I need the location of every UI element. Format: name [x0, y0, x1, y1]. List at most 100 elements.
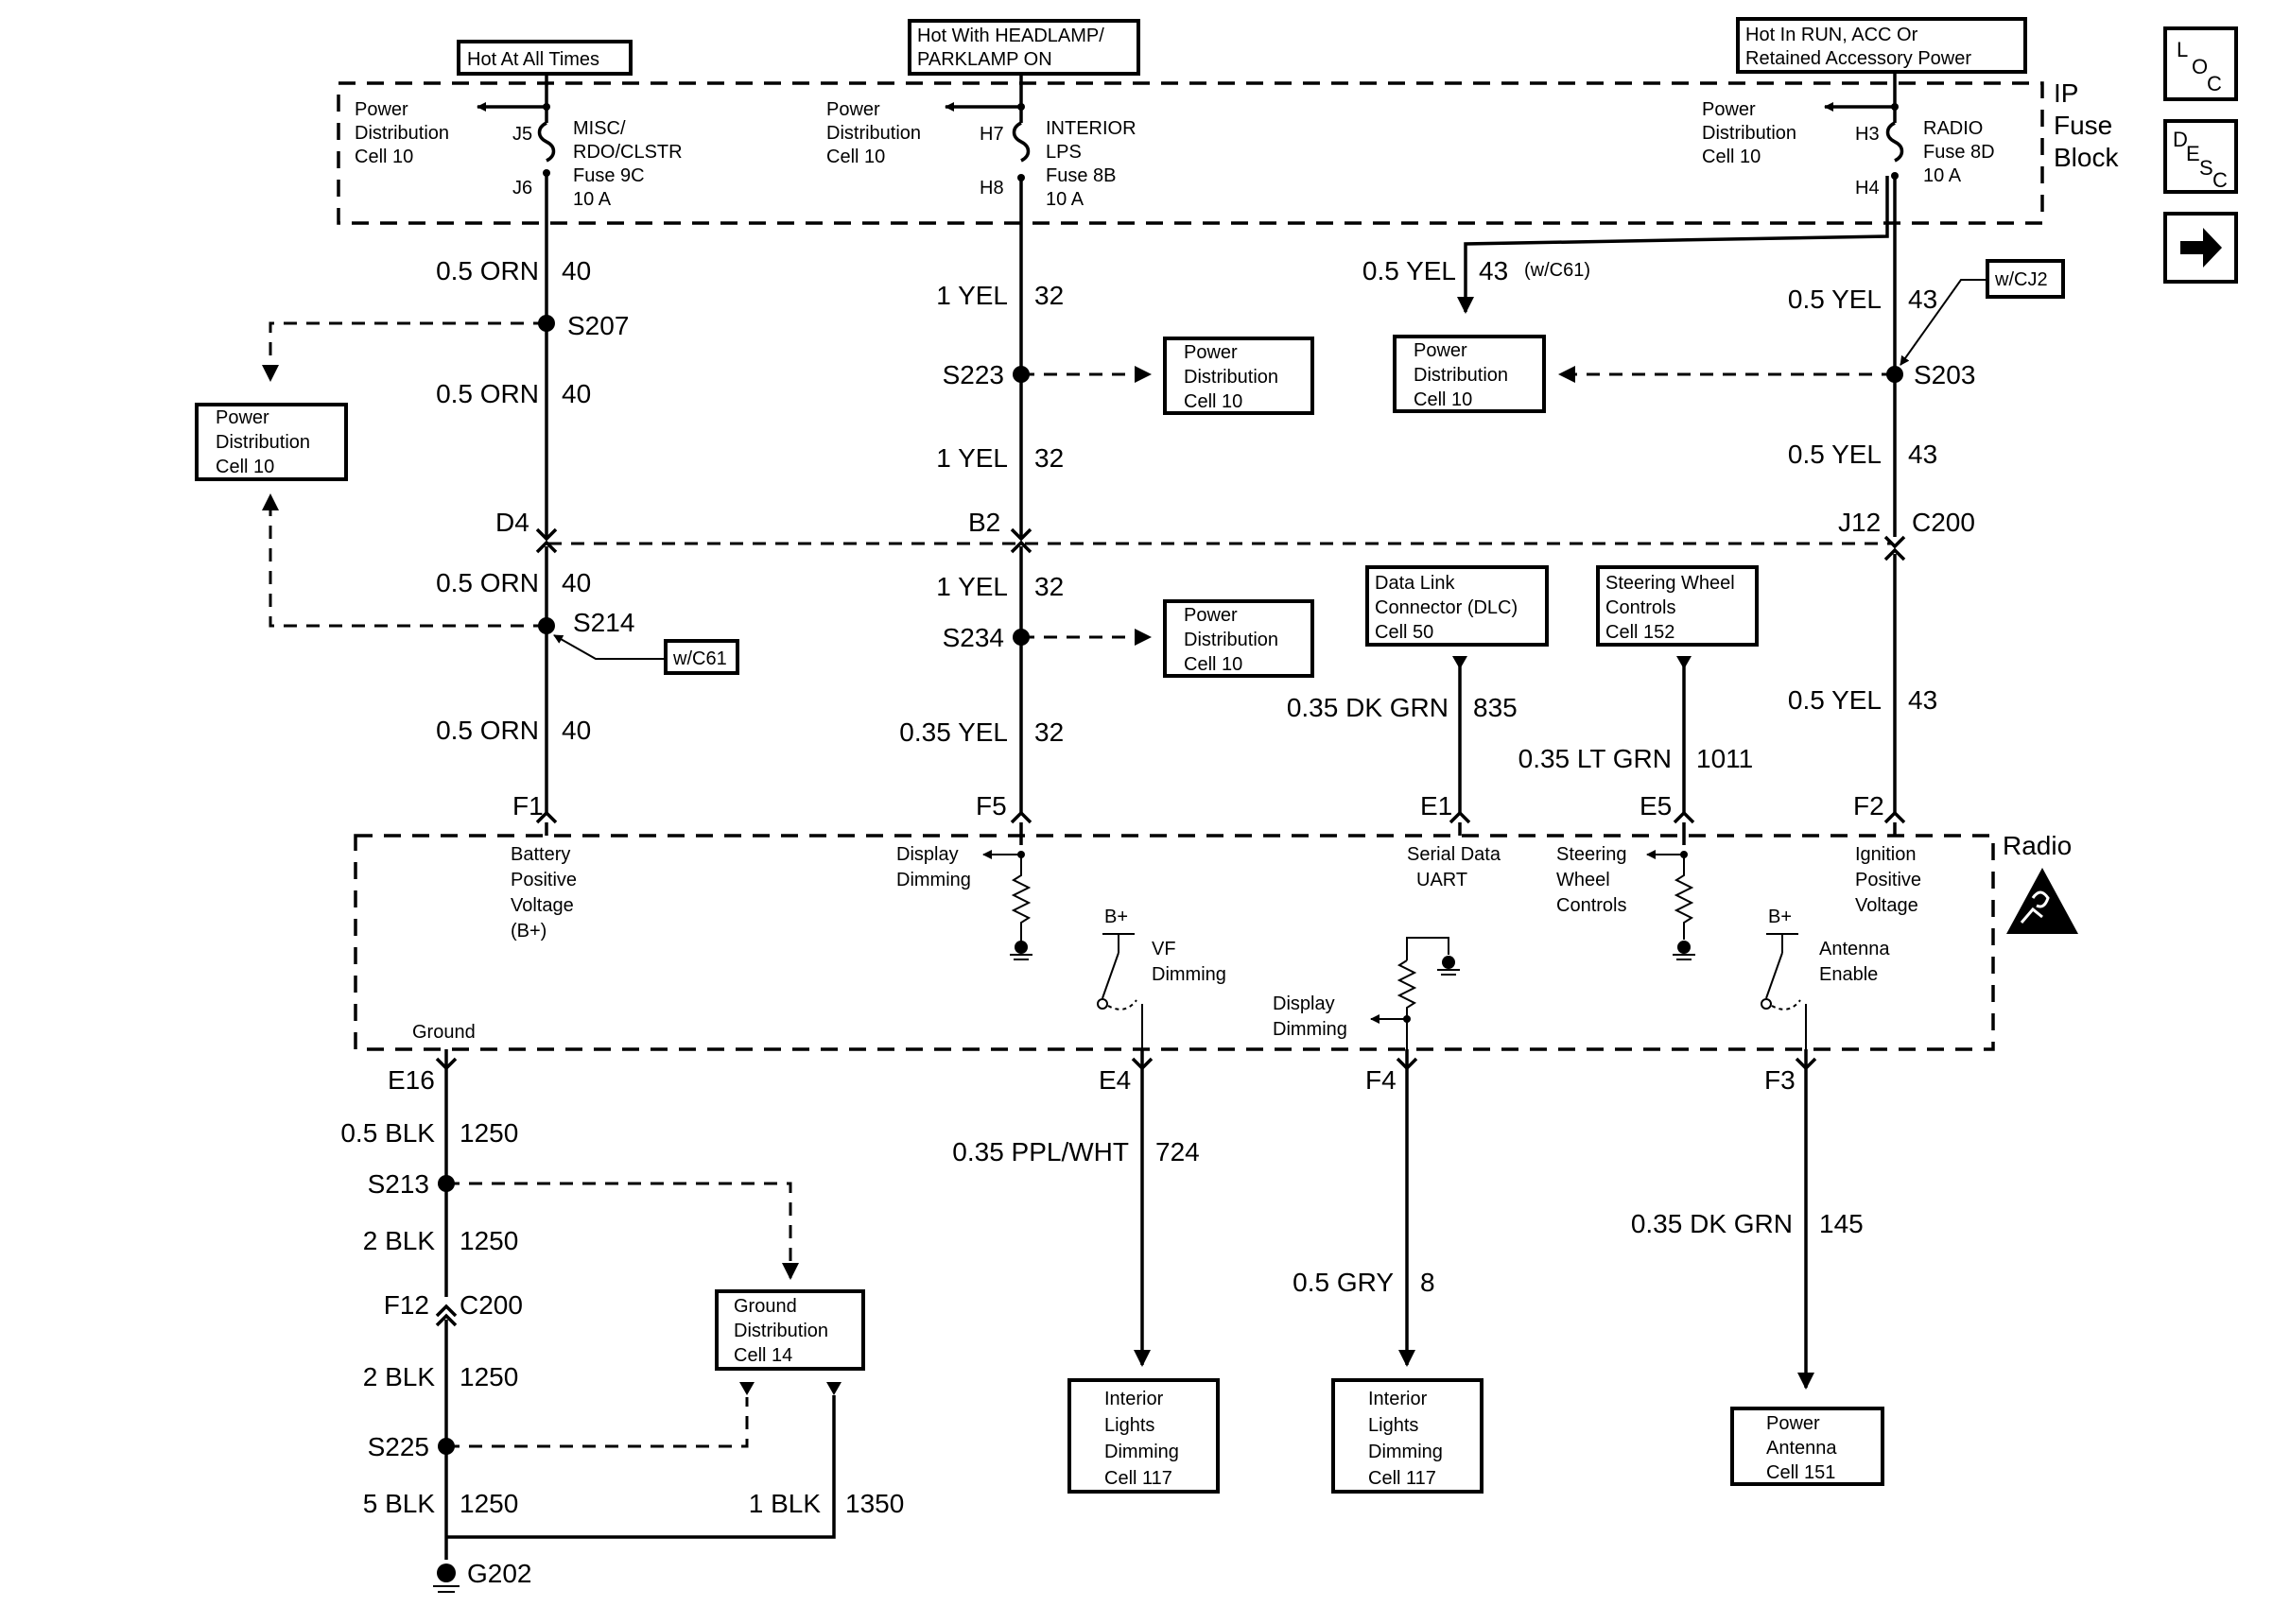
svg-text:Ground: Ground	[412, 1022, 476, 1043]
svg-text:F2: F2	[1853, 791, 1884, 821]
fuse-8b: Power Distribution Cell 10 H7 H8 INTERIO…	[826, 83, 1136, 210]
svg-text:1011: 1011	[1696, 744, 1753, 773]
desc-button[interactable]: D E S C	[2163, 119, 2238, 194]
hot-headlamp-label: Hot With HEADLAMP/ PARKLAMP ON	[908, 19, 1140, 76]
svg-text:Dimming: Dimming	[1368, 1442, 1443, 1462]
svg-text:O: O	[2192, 55, 2208, 78]
svg-text:1 YEL: 1 YEL	[936, 443, 1008, 473]
circuit-yel-32: 1 YEL 32 S223 1 YEL 32 B2 1 YEL 32 S234 …	[899, 178, 1064, 824]
svg-text:0.5 ORN: 0.5 ORN	[436, 256, 539, 285]
svg-text:835: 835	[1473, 693, 1518, 722]
svg-text:43: 43	[1908, 440, 1937, 469]
svg-text:MISC/: MISC/	[573, 118, 626, 139]
svg-text:Distribution: Distribution	[1414, 365, 1508, 386]
hot-at-all-times-label: Hot At All Times	[457, 40, 633, 76]
svg-text:Display: Display	[1273, 993, 1335, 1014]
next-button[interactable]	[2163, 212, 2238, 284]
svg-text:Dimming: Dimming	[896, 870, 971, 890]
svg-text:PARKLAMP ON: PARKLAMP ON	[917, 49, 1052, 70]
svg-text:Dimming: Dimming	[1104, 1442, 1179, 1462]
svg-text:1350: 1350	[845, 1489, 904, 1518]
svg-text:Cell 152: Cell 152	[1605, 622, 1674, 643]
svg-text:Voltage: Voltage	[511, 895, 574, 916]
svg-text:Hot With HEADLAMP/: Hot With HEADLAMP/	[917, 26, 1104, 46]
svg-text:w/CJ2: w/CJ2	[1994, 269, 2048, 290]
svg-text:B+: B+	[1768, 907, 1792, 927]
svg-text:Power: Power	[1766, 1413, 1820, 1434]
svg-text:J12: J12	[1838, 508, 1881, 537]
svg-text:0.5 ORN: 0.5 ORN	[436, 379, 539, 408]
svg-text:Positive: Positive	[1855, 870, 1921, 890]
svg-text:w/C61: w/C61	[672, 648, 727, 669]
svg-text:Controls: Controls	[1605, 597, 1675, 618]
svg-text:43: 43	[1908, 685, 1937, 715]
svg-text:S223: S223	[943, 360, 1004, 389]
swc-box: Steering Wheel Controls Cell 152	[1596, 565, 1759, 647]
svg-text:32: 32	[1034, 717, 1064, 747]
svg-text:UART: UART	[1416, 870, 1467, 890]
svg-text:0.35 DK GRN: 0.35 DK GRN	[1631, 1209, 1793, 1238]
svg-text:Power: Power	[216, 407, 269, 428]
svg-text:40: 40	[562, 716, 591, 745]
svg-text:Dimming: Dimming	[1273, 1019, 1347, 1040]
svg-text:H3: H3	[1855, 124, 1880, 145]
circuit-blk-1350: 1 BLK 1350	[446, 1395, 904, 1539]
svg-text:Distribution: Distribution	[1184, 630, 1278, 650]
svg-text:32: 32	[1034, 572, 1064, 601]
svg-text:Ground: Ground	[734, 1296, 797, 1317]
svg-text:Steering Wheel: Steering Wheel	[1605, 573, 1735, 594]
fuse-9c: Power Distribution Cell 10 J5 J6 MISC/ R…	[355, 83, 683, 210]
svg-text:Battery: Battery	[511, 844, 570, 865]
svg-text:C: C	[2207, 72, 2222, 95]
svg-text:0.5 YEL: 0.5 YEL	[1788, 440, 1882, 469]
svg-text:F4: F4	[1365, 1065, 1397, 1095]
svg-text:Power: Power	[1184, 342, 1238, 363]
svg-text:G202: G202	[467, 1559, 532, 1588]
option-w-cj2: w/CJ2	[1900, 259, 2065, 366]
radio-module: Radio Battery Positive Voltage (B+) Disp…	[354, 822, 2078, 1051]
loc-button[interactable]: L O C	[2163, 26, 2238, 101]
svg-text:Power: Power	[1702, 99, 1756, 120]
svg-text:1250: 1250	[460, 1118, 518, 1148]
svg-text:INTERIOR: INTERIOR	[1046, 118, 1136, 139]
ground-distribution-box: Ground Distribution Cell 14	[715, 1289, 865, 1371]
svg-text:C200: C200	[1912, 508, 1975, 537]
svg-text:B+: B+	[1104, 907, 1128, 927]
svg-text:RDO/CLSTR: RDO/CLSTR	[573, 142, 683, 163]
svg-text:J6: J6	[512, 178, 532, 199]
svg-text:0.35 PPL/WHT: 0.35 PPL/WHT	[952, 1137, 1129, 1166]
svg-text:1 YEL: 1 YEL	[936, 281, 1008, 310]
svg-text:Cell 10: Cell 10	[1184, 654, 1242, 675]
svg-text:D4: D4	[495, 508, 529, 537]
svg-text:Fuse 9C: Fuse 9C	[573, 165, 645, 186]
svg-text:Interior: Interior	[1104, 1389, 1164, 1409]
svg-text:Controls: Controls	[1556, 895, 1626, 916]
svg-text:145: 145	[1819, 1209, 1864, 1238]
svg-text:S213: S213	[368, 1169, 429, 1199]
svg-text:40: 40	[562, 256, 591, 285]
svg-text:Power: Power	[355, 99, 408, 120]
svg-text:Block: Block	[2054, 143, 2119, 172]
svg-text:1250: 1250	[460, 1489, 518, 1518]
svg-text:Cell 117: Cell 117	[1104, 1468, 1172, 1489]
svg-text:Power: Power	[826, 99, 880, 120]
circuit-dkgrn-835: 0.35 DK GRN 835 E1	[1287, 656, 1518, 824]
svg-text:Connector (DLC): Connector (DLC)	[1375, 597, 1518, 618]
svg-text:J5: J5	[512, 124, 532, 145]
svg-text:E16: E16	[388, 1065, 435, 1095]
svg-text:S214: S214	[573, 608, 634, 637]
svg-text:Cell 10: Cell 10	[1184, 391, 1242, 412]
interior-dim-box-1: Interior Lights Dimming Cell 117	[1067, 1378, 1220, 1494]
svg-text:(B+): (B+)	[511, 921, 547, 942]
svg-text:Cell 117: Cell 117	[1368, 1468, 1436, 1489]
svg-text:S: S	[2199, 156, 2213, 180]
svg-text:S234: S234	[943, 623, 1004, 652]
svg-text:IP: IP	[2054, 78, 2078, 108]
svg-text:Ignition: Ignition	[1855, 844, 1917, 865]
svg-text:Distribution: Distribution	[1184, 367, 1278, 388]
svg-text:1 BLK: 1 BLK	[749, 1489, 822, 1518]
svg-text:Cell 10: Cell 10	[826, 147, 885, 167]
svg-text:S203: S203	[1914, 360, 1975, 389]
svg-text:0.5 ORN: 0.5 ORN	[436, 716, 539, 745]
fuse-8d: Power Distribution Cell 10 H3 H4 RADIO F…	[1702, 83, 1995, 199]
